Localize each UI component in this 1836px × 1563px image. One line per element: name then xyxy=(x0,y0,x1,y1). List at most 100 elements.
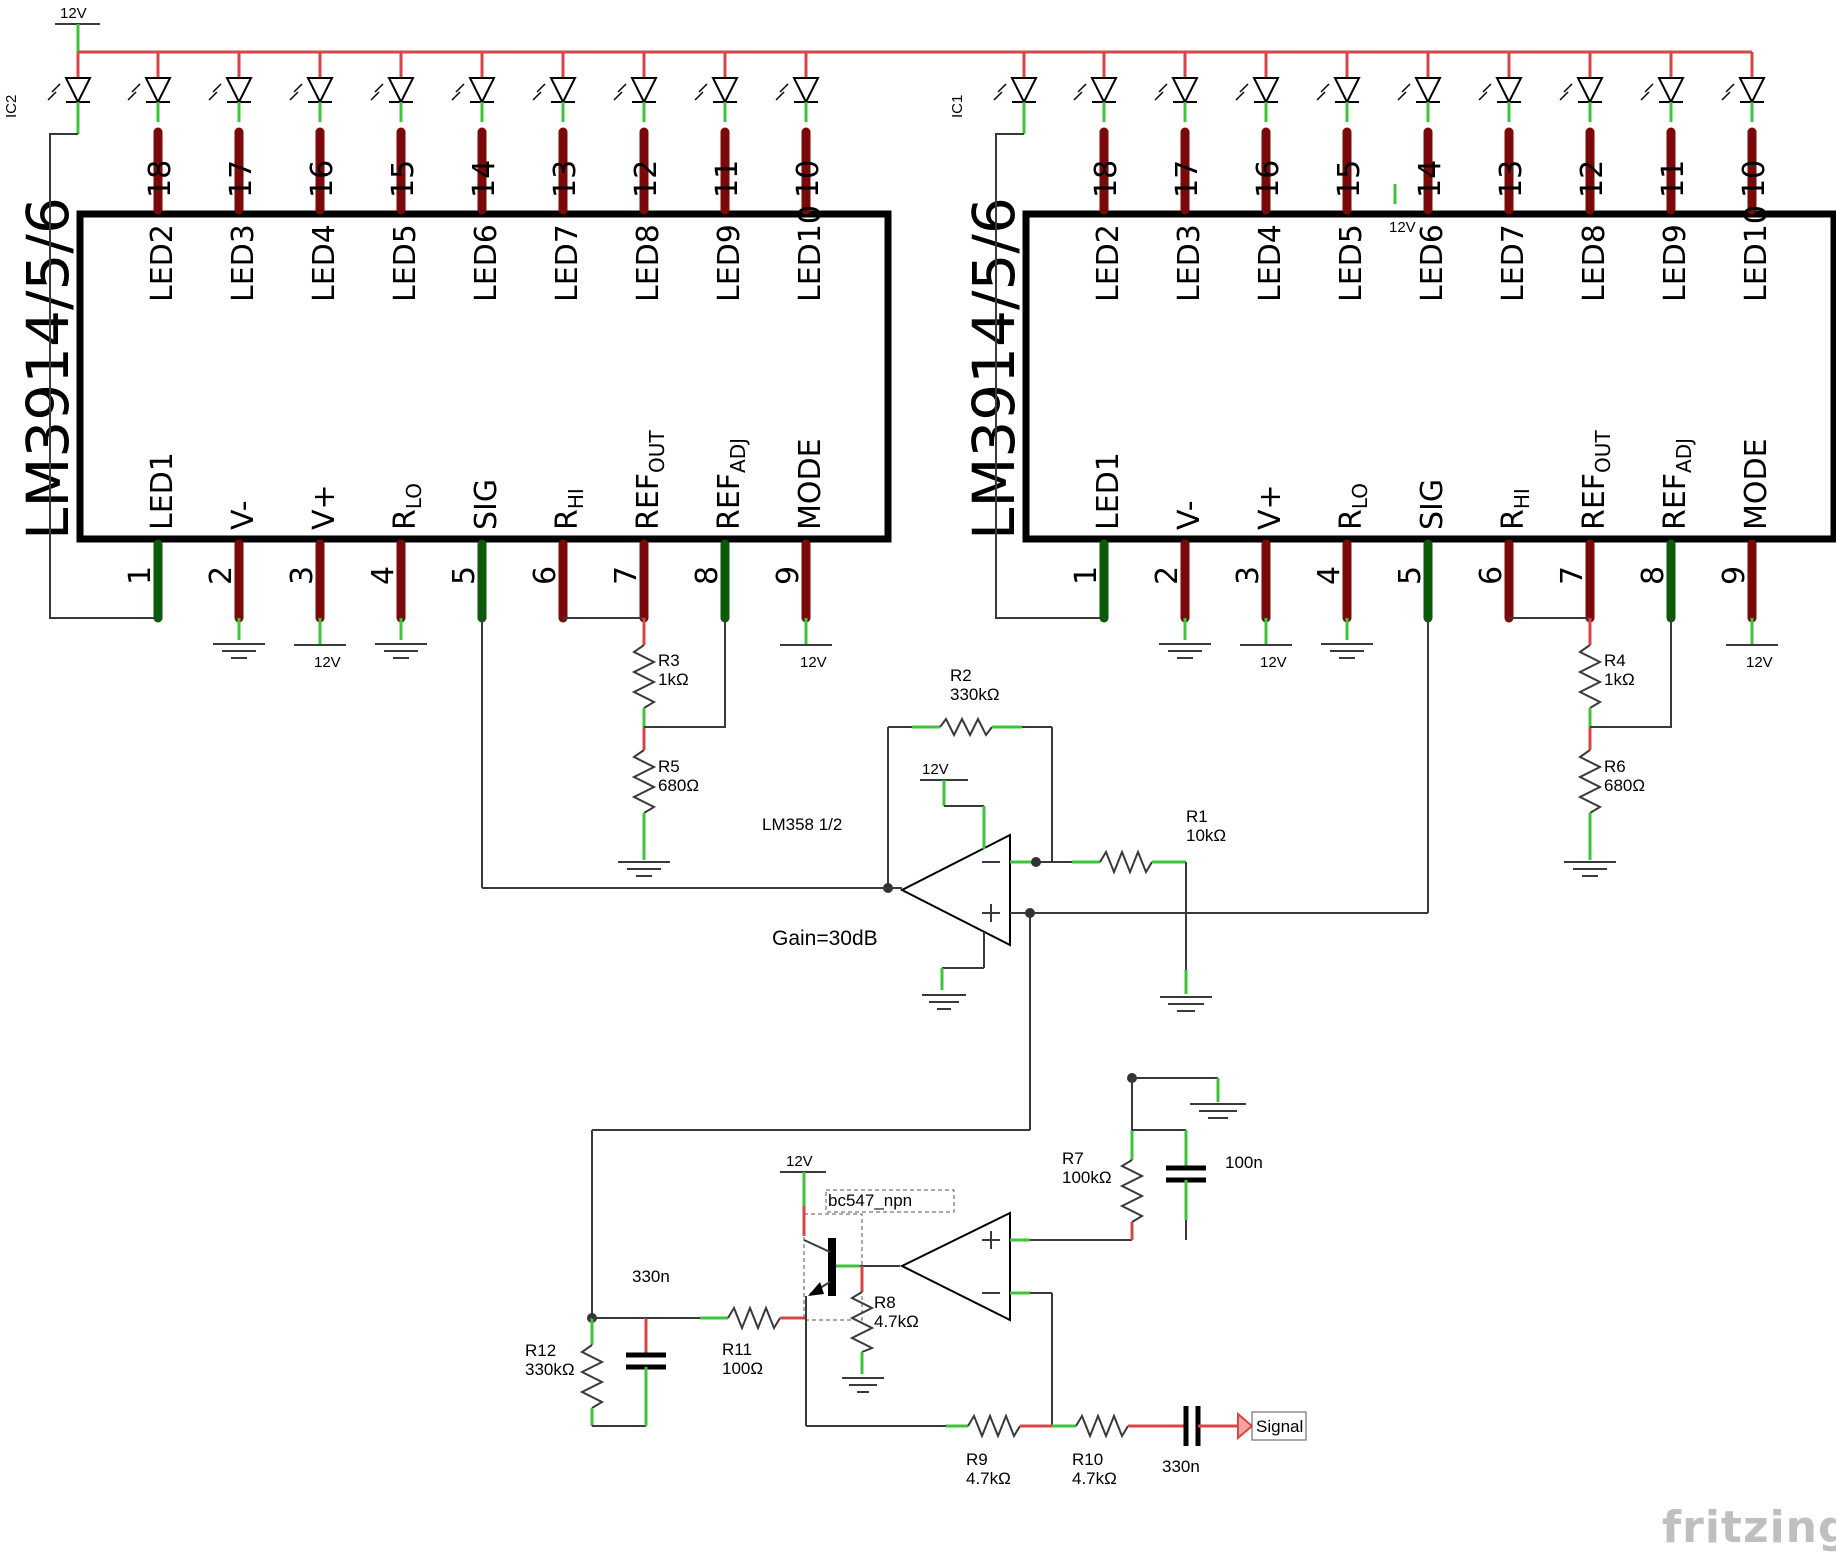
pin-number: 1 xyxy=(123,566,158,585)
pin-number: 2 xyxy=(204,566,239,585)
pin-label: LED2 xyxy=(145,224,180,302)
pin-label: LED6 xyxy=(469,224,504,302)
pin-number: 12 xyxy=(1575,160,1610,198)
pin-label: V- xyxy=(226,500,261,530)
pin-label: LED8 xyxy=(631,224,666,302)
supply-label: 12V xyxy=(1260,654,1287,671)
pin-number: 12 xyxy=(629,160,664,198)
pin-number: 2 xyxy=(1150,566,1185,585)
led-diode-icon xyxy=(993,52,1038,122)
pin-label: LED6 xyxy=(1415,224,1450,302)
pin-number: 4 xyxy=(366,566,401,585)
led-diode-icon xyxy=(1316,52,1361,122)
opamp1-name: LM358 1/2 xyxy=(762,815,842,834)
r9-name: R9 xyxy=(966,1450,988,1469)
r10-value: 4.7kΩ xyxy=(1072,1469,1117,1488)
r11-value: 100Ω xyxy=(722,1359,763,1378)
pin-label: LED10 xyxy=(793,205,828,302)
r-bot-name: R5 xyxy=(658,757,680,776)
pin-label: LED2 xyxy=(1091,224,1126,302)
pin-number: 16 xyxy=(1251,160,1286,198)
chip-ic-label: IC1 xyxy=(949,95,966,118)
pin-label: V+ xyxy=(307,484,342,530)
supply-label: 12V xyxy=(1389,219,1416,236)
c-top-value: 100n xyxy=(1225,1153,1263,1172)
led-diode-icon xyxy=(47,52,92,122)
pin-number: 18 xyxy=(143,160,178,198)
supply-label: 12V xyxy=(314,654,341,671)
pin-number: 10 xyxy=(1737,160,1772,198)
pin-label: LED3 xyxy=(1172,224,1207,302)
pin-number: 17 xyxy=(1170,160,1205,198)
led-diode-icon xyxy=(532,52,577,122)
c-in-value: 330n xyxy=(1162,1457,1200,1476)
pin-label: V- xyxy=(1172,500,1207,530)
stage2: R12 330kΩ 330n R11 100Ω bc547_npn 12V xyxy=(525,1073,1307,1488)
led-diode-icon xyxy=(208,52,253,122)
pin-number: 11 xyxy=(710,160,745,198)
pin-label: LED9 xyxy=(712,224,747,302)
led-diode-icon xyxy=(1154,52,1199,122)
r7-name: R7 xyxy=(1062,1149,1084,1168)
resistor-icon xyxy=(1577,749,1603,814)
pin-number: 18 xyxy=(1089,160,1124,198)
r10-name: R10 xyxy=(1072,1450,1103,1469)
supply-label: 12V xyxy=(1746,654,1773,671)
pin-number: 1 xyxy=(1069,566,1104,585)
pin-number: 6 xyxy=(528,566,563,585)
led1-return-wire xyxy=(49,133,158,619)
transistor-label: bc547_npn xyxy=(828,1191,912,1210)
pin-number: 14 xyxy=(467,160,502,198)
led-diode-icon xyxy=(1559,52,1604,122)
r8-name: R8 xyxy=(874,1293,896,1312)
r-bot-value: 680Ω xyxy=(1604,776,1645,795)
supply-label-top: 12V xyxy=(60,5,87,22)
supply-label: 12V xyxy=(800,654,827,671)
fritzing-watermark: fritzing xyxy=(1662,1502,1836,1553)
pin-number: 7 xyxy=(1555,566,1590,585)
led-diode-icon xyxy=(1640,52,1685,122)
transistor-supply: 12V xyxy=(786,1153,813,1170)
gain-label: Gain=30dB xyxy=(772,927,878,950)
led-diode-icon xyxy=(1073,52,1118,122)
pin-number: 9 xyxy=(1717,566,1752,585)
pin-label: LED1 xyxy=(1091,452,1126,530)
pin-label: LED3 xyxy=(226,224,261,302)
pin-number: 15 xyxy=(1332,160,1367,198)
led-diode-icon xyxy=(289,52,334,122)
pin-number: 13 xyxy=(548,160,583,198)
r2-name: R2 xyxy=(950,666,972,685)
r-bot-value: 680Ω xyxy=(658,776,699,795)
r-bot-name: R6 xyxy=(1604,757,1626,776)
r12-value: 330kΩ xyxy=(525,1360,575,1379)
r-top-name: R4 xyxy=(1604,651,1626,670)
led-diode-icon xyxy=(775,52,820,122)
led-diode-icon xyxy=(1478,52,1523,122)
pin-number: 3 xyxy=(1231,566,1266,585)
pin-label: V+ xyxy=(1253,484,1288,530)
pin-number: 15 xyxy=(386,160,421,198)
pin-label: SIG xyxy=(469,479,504,530)
r2-value: 330kΩ xyxy=(950,685,1000,704)
pin-label: LED7 xyxy=(550,224,585,302)
pin-number: 10 xyxy=(791,160,826,198)
pin-number: 7 xyxy=(609,566,644,585)
pin-number: 9 xyxy=(771,566,806,585)
pin-label: SIG xyxy=(1415,479,1450,530)
c-mid-value: 330n xyxy=(632,1267,670,1286)
pin-label: REFADJ xyxy=(712,438,750,530)
pin-label: REFADJ xyxy=(1658,438,1696,530)
resistor-icon xyxy=(631,644,657,709)
r1-name: R1 xyxy=(1186,807,1208,826)
led-diode-icon xyxy=(451,52,496,122)
pin-label: LED1 xyxy=(145,452,180,530)
r8-value: 4.7kΩ xyxy=(874,1312,919,1331)
pin-label: LED4 xyxy=(307,224,342,302)
pin-label: MODE xyxy=(793,438,828,530)
chip-ic1: LM3914/5/6IC118LED217LED316LED415LED514L… xyxy=(949,95,1836,913)
led-diode-icon xyxy=(370,52,415,122)
pin-label: LED10 xyxy=(1739,205,1774,302)
r7-value: 100kΩ xyxy=(1062,1168,1112,1187)
led-diode-icon xyxy=(1235,52,1280,122)
